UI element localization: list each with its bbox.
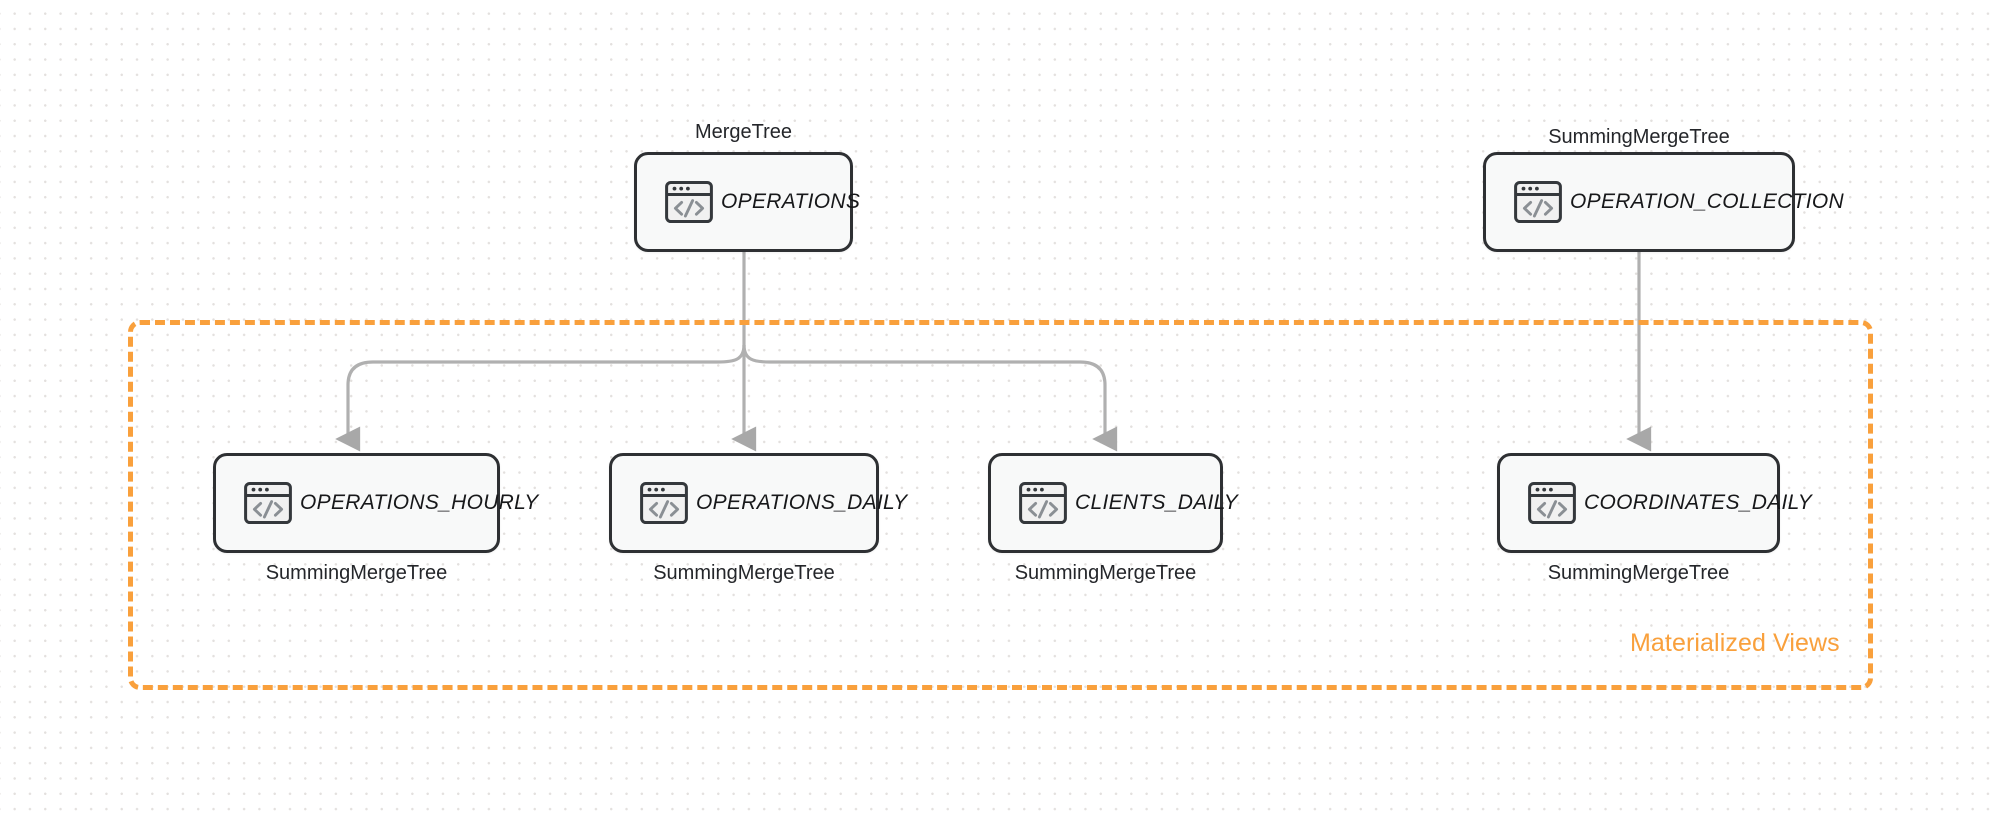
- node-caption-clients-daily: SummingMergeTree: [1014, 562, 1197, 584]
- code-window-icon: [638, 477, 690, 529]
- materialized-views-group-label: Materialized Views: [1630, 629, 1840, 657]
- node-operations-daily[interactable]: OPERATIONS_DAILY: [609, 453, 907, 553]
- node-label-operations: OPERATIONS: [721, 190, 861, 213]
- node-operations-hourly[interactable]: OPERATIONS_HOURLY: [213, 453, 538, 553]
- node-label-coordinates-daily: COORDINATES_DAILY: [1584, 491, 1812, 514]
- node-caption-operations-hourly: SummingMergeTree: [265, 562, 448, 584]
- node-operation-collection[interactable]: OPERATION_COLLECTION: [1483, 152, 1844, 252]
- code-window-icon: [1017, 477, 1069, 529]
- node-label-operations-daily: OPERATIONS_DAILY: [696, 491, 908, 514]
- node-caption-coordinates-daily: SummingMergeTree: [1547, 562, 1730, 584]
- node-label-operation-collection: OPERATION_COLLECTION: [1570, 190, 1844, 213]
- code-window-icon: [242, 477, 294, 529]
- node-label-clients-daily: CLIENTS_DAILY: [1075, 491, 1239, 514]
- code-window-icon: [1526, 477, 1578, 529]
- code-window-icon: [1512, 176, 1564, 228]
- node-caption-operation-collection: SummingMergeTree: [1548, 126, 1730, 148]
- node-clients-daily[interactable]: CLIENTS_DAILY: [988, 453, 1238, 553]
- node-caption-operations: MergeTree: [694, 121, 793, 143]
- code-window-icon: [663, 176, 715, 228]
- node-operations[interactable]: OPERATIONS: [634, 152, 860, 252]
- node-label-operations-hourly: OPERATIONS_HOURLY: [300, 491, 539, 514]
- node-coordinates-daily[interactable]: COORDINATES_DAILY: [1497, 453, 1812, 553]
- materialized-views-group: [128, 320, 1873, 690]
- node-caption-operations-daily: SummingMergeTree: [653, 562, 835, 584]
